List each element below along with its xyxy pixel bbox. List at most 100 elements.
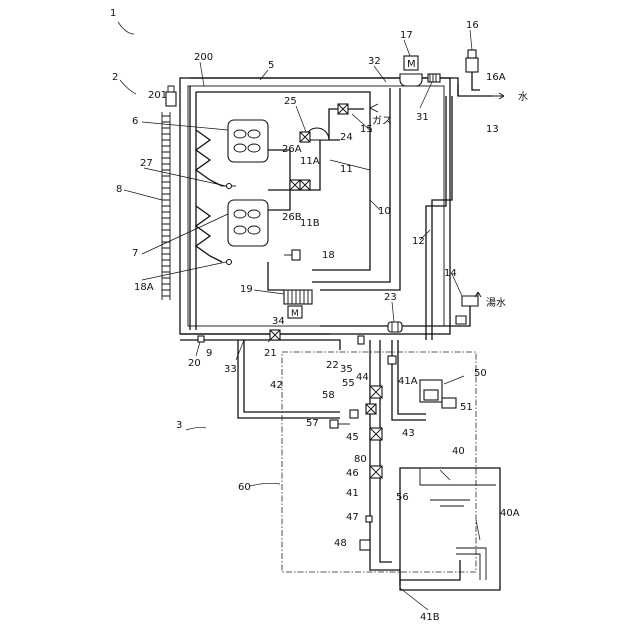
burner-lower: [228, 200, 268, 246]
label-40: 40: [452, 446, 465, 457]
label-48: 48: [334, 538, 347, 549]
label-27: 27: [140, 158, 153, 169]
label-200: 200: [194, 52, 213, 63]
label-14: 14: [444, 268, 457, 279]
label-15: 15: [360, 124, 373, 135]
sensor-22: [358, 336, 364, 344]
label-43: 43: [402, 428, 415, 439]
label-26A: 26A: [282, 144, 302, 155]
label-8: 8: [116, 184, 122, 195]
valve-26B: [300, 180, 310, 190]
leader-7: [142, 214, 228, 254]
sensor-58: [350, 410, 358, 418]
leader-17: [404, 40, 410, 56]
heater-inner-frame: [188, 86, 444, 326]
label-18: 18: [322, 250, 335, 261]
gas-line-lower: [268, 190, 290, 210]
leader-20: [196, 342, 200, 356]
valve-46: [370, 466, 382, 478]
leader-41B: [400, 588, 428, 610]
leader-23: [392, 302, 394, 322]
label-19: 19: [240, 284, 253, 295]
sensor-27: [227, 184, 232, 189]
burner-upper: [228, 120, 268, 162]
label-20: 20: [188, 358, 201, 369]
label-57: 57: [306, 418, 319, 429]
coil-upper: [196, 130, 222, 186]
label-41A: 41A: [398, 376, 418, 387]
label-201: 201: [148, 90, 167, 101]
label-1: 1: [110, 8, 116, 19]
label-56: 56: [396, 492, 409, 503]
label-44: 44: [356, 372, 369, 383]
label-34: 34: [272, 316, 285, 327]
pipe-41: [370, 340, 400, 585]
label-55: 55: [342, 378, 355, 389]
label-16A: 16A: [486, 72, 506, 83]
sensor-41A: [388, 356, 396, 364]
leader-60: [250, 483, 280, 486]
label-17: 17: [400, 30, 413, 41]
gas-line-upper: [268, 150, 290, 190]
leader-3: [186, 427, 206, 430]
label-11A: 11A: [300, 156, 320, 167]
pipe-41-inner: [380, 340, 392, 562]
label-32: 32: [368, 56, 381, 67]
label-41: 41: [346, 488, 359, 499]
leader-16: [470, 30, 472, 50]
label-41B: 41B: [420, 612, 440, 623]
motor-17-label: M: [407, 59, 416, 70]
valve-16: [466, 50, 478, 72]
pipe-12-inner: [426, 96, 446, 340]
gas-governor-25: [300, 128, 329, 142]
sensor-18: [284, 250, 300, 260]
label-2: 2: [112, 72, 118, 83]
leader-18A: [142, 262, 226, 280]
sensor-57: [330, 420, 338, 428]
mixing-valve-17: [400, 74, 422, 86]
label-35: 35: [340, 364, 353, 375]
label-46: 46: [346, 468, 359, 479]
valve-23: [388, 322, 402, 332]
pump-50: [420, 380, 456, 408]
label-22: 22: [326, 360, 339, 371]
tank-water-marks: [430, 500, 470, 506]
leader-33: [236, 340, 244, 360]
pipe-12: [432, 96, 452, 340]
valve-44: [370, 386, 382, 398]
label-6: 6: [132, 116, 138, 127]
leader-8: [124, 190, 162, 200]
label-58: 58: [322, 390, 335, 401]
label-25: 25: [284, 96, 297, 107]
sensor-20: [198, 336, 204, 342]
label-45: 45: [346, 432, 359, 443]
label-hot-water: 湯水: [486, 296, 506, 309]
hot-outlet-tap: [456, 316, 466, 324]
label-water: 水: [518, 91, 528, 103]
label-13: 13: [486, 124, 499, 135]
pipe-42-inner: [244, 340, 340, 412]
label-21: 21: [264, 348, 277, 359]
label-23: 23: [384, 292, 397, 303]
label-12: 12: [412, 236, 425, 247]
label-3: 3: [176, 420, 182, 431]
label-31: 31: [416, 112, 429, 123]
label-24: 24: [340, 132, 353, 143]
coil-lower: [196, 206, 222, 262]
leader-1: [118, 22, 134, 34]
sensor-47: [366, 516, 372, 522]
leader-6: [142, 122, 228, 130]
label-10: 10: [378, 206, 391, 217]
label-11B: 11B: [300, 218, 320, 229]
unit-60-boundary: [282, 352, 476, 572]
tank-water-level: [420, 468, 496, 485]
leader-2: [120, 80, 136, 94]
heater-casing: [180, 78, 450, 334]
label-40A: 40A: [500, 508, 520, 519]
label-51: 51: [460, 402, 473, 413]
motor-17: M: [404, 56, 418, 70]
gas-valve-24: [338, 104, 348, 114]
sensor-48: [360, 540, 370, 550]
